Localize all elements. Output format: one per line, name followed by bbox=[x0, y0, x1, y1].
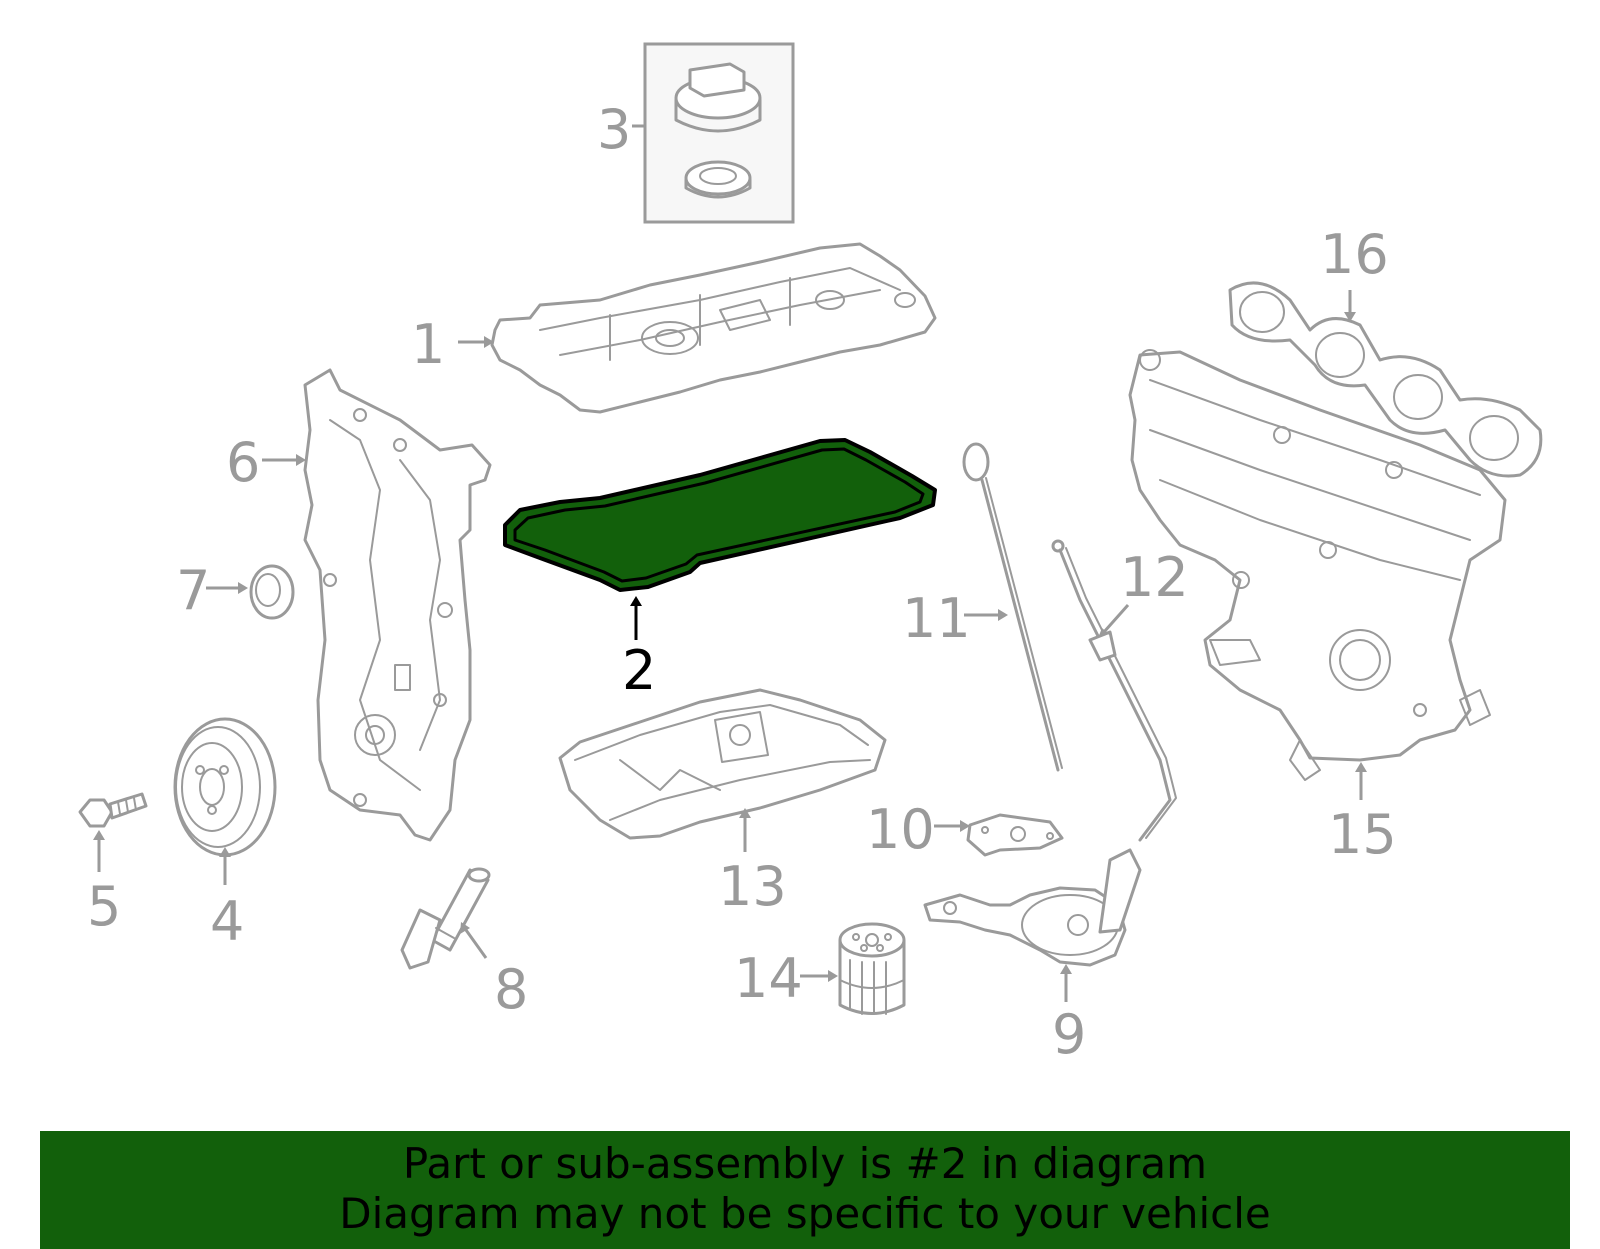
part-2-oil-pan-gasket[interactable] bbox=[503, 438, 937, 592]
part-16-manifold-gasket[interactable] bbox=[1228, 281, 1543, 478]
callout-14: 14 bbox=[734, 947, 803, 1010]
part-3-oil-filler-cap[interactable] bbox=[643, 42, 795, 224]
part-12-dipstick-guide[interactable] bbox=[1051, 539, 1177, 842]
leader-lines bbox=[93, 124, 1367, 1002]
callout-13: 13 bbox=[718, 855, 787, 918]
part-13-oil-pan[interactable] bbox=[558, 688, 887, 840]
callout-labels: 1 2 3 4 5 6 7 8 9 10 11 12 13 14 15 16 bbox=[87, 98, 1397, 1066]
callout-3: 3 bbox=[597, 98, 631, 161]
part-14-oil-filter[interactable] bbox=[838, 922, 906, 1015]
callout-9: 9 bbox=[1052, 1003, 1086, 1066]
callout-8: 8 bbox=[494, 958, 528, 1021]
callout-12: 12 bbox=[1120, 546, 1189, 609]
callout-4: 4 bbox=[210, 890, 244, 953]
part-8-sensor[interactable] bbox=[400, 867, 491, 970]
callout-16: 16 bbox=[1320, 223, 1389, 286]
part-1-valve-cover[interactable] bbox=[490, 242, 937, 414]
part-7-oil-seal[interactable] bbox=[249, 564, 295, 620]
part-5-pulley-bolt[interactable] bbox=[78, 792, 148, 828]
part-10-gasket[interactable] bbox=[966, 813, 1064, 857]
banner-line-2: Diagram may not be specific to your vehi… bbox=[339, 1189, 1271, 1238]
info-banner: Part or sub-assembly is #2 in diagram Di… bbox=[40, 1131, 1570, 1249]
callout-15: 15 bbox=[1328, 803, 1397, 866]
callout-11: 11 bbox=[902, 587, 971, 650]
part-15-engine-block[interactable] bbox=[1128, 349, 1507, 781]
callout-6: 6 bbox=[226, 431, 260, 494]
callout-7: 7 bbox=[176, 559, 210, 622]
callout-5: 5 bbox=[87, 875, 121, 938]
part-11-dipstick[interactable] bbox=[962, 442, 1063, 772]
callout-2: 2 bbox=[622, 639, 656, 702]
part-9-oil-strainer[interactable] bbox=[923, 848, 1142, 967]
callout-1: 1 bbox=[411, 313, 445, 376]
part-4-crankshaft-pulley[interactable] bbox=[173, 717, 277, 857]
part-6-timing-cover[interactable] bbox=[303, 368, 492, 842]
banner-line-1: Part or sub-assembly is #2 in diagram bbox=[402, 1139, 1208, 1188]
callout-10: 10 bbox=[866, 798, 935, 861]
